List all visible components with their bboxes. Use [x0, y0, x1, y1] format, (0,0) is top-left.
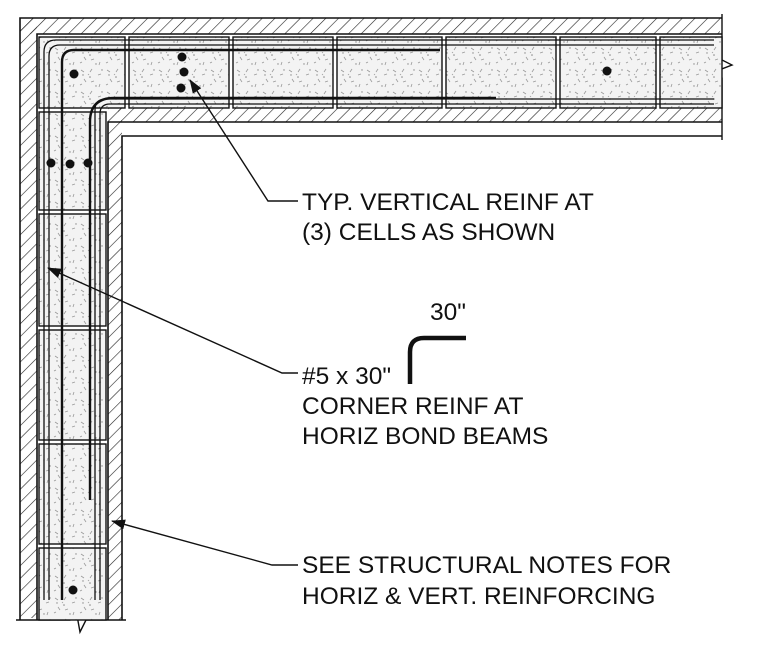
- note-vertical-reinf-line2: (3) CELLS AS SHOWN: [302, 219, 555, 246]
- note-vertical-reinf-line1: TYP. VERTICAL REINF AT: [302, 189, 594, 216]
- note-corner-reinf-line2: CORNER REINF AT: [302, 393, 523, 420]
- veneer-hatch: [20, 18, 722, 620]
- leader-lines: [47, 79, 298, 566]
- note-corner-bar-size: #5 x 30": [302, 363, 391, 390]
- note-corner-reinf-line3: HORIZ BOND BEAMS: [302, 423, 548, 450]
- note-structural-line2: HORIZ & VERT. REINFORCING: [302, 583, 655, 610]
- note-structural-line1: SEE STRUCTURAL NOTES FOR: [302, 552, 671, 579]
- joint-reinforcement: [43, 39, 714, 600]
- bent-bar-symbol: [407, 335, 466, 384]
- vertical-rebar-dots: [46, 52, 612, 595]
- corner-bars: [60, 48, 496, 600]
- bar-dimension-label: 30": [430, 299, 466, 326]
